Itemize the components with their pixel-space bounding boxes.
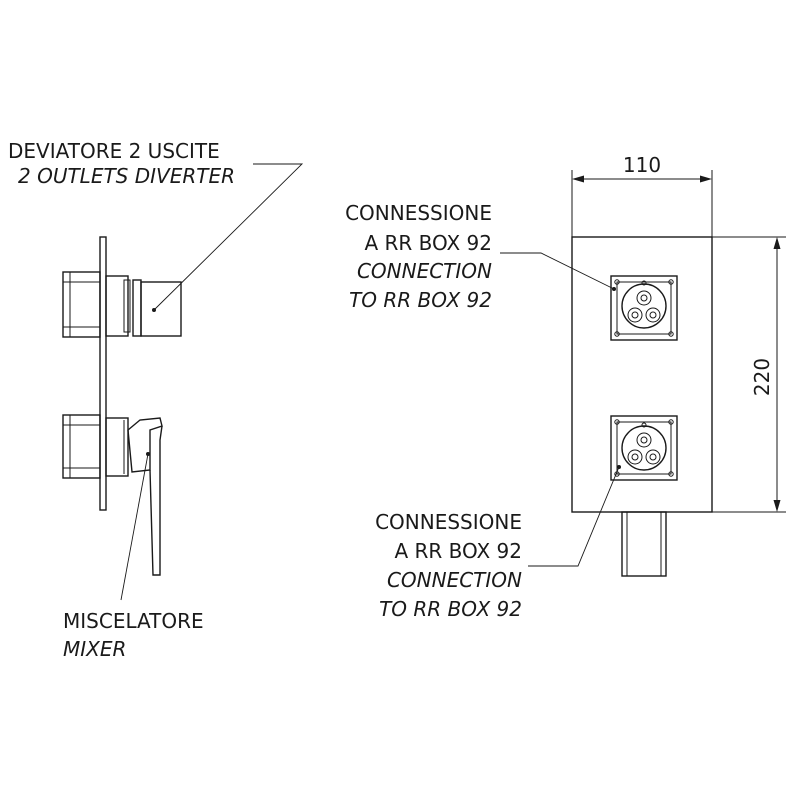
mixer-leader xyxy=(120,453,149,601)
mixer-lever xyxy=(127,417,163,576)
top-connection-leader xyxy=(500,252,615,290)
bottom-conn-label-en-1: CONNECTION xyxy=(387,568,522,592)
top-conn-label-en-1: CONNECTION xyxy=(357,259,492,283)
bottom-conn-label-it-1: CONNESSIONE xyxy=(375,510,522,534)
top-conn-label-it-1: CONNESSIONE xyxy=(345,201,492,225)
side-view xyxy=(62,163,304,601)
wall-plate xyxy=(99,236,107,511)
bottom-conn-label-it-2: A RR BOX 92 xyxy=(394,539,522,563)
diverter-label-en: 2 OUTLETS DIVERTER xyxy=(18,164,235,188)
bottom-connection-leader xyxy=(528,466,620,567)
top-connection xyxy=(610,275,678,341)
width-dimension xyxy=(571,170,713,237)
top-conn-label-it-2: A RR BOX 92 xyxy=(364,231,492,255)
mixer-label-en: MIXER xyxy=(63,637,126,661)
height-dimension-value: 220 xyxy=(750,358,774,396)
top-conn-label-en-2: TO RR BOX 92 xyxy=(349,288,492,312)
mixer-label-it: MISCELATORE xyxy=(63,609,204,633)
width-dimension-value: 110 xyxy=(623,153,661,177)
bottom-conn-label-en-2: TO RR BOX 92 xyxy=(379,597,522,621)
diverter-body xyxy=(62,271,101,338)
height-dimension xyxy=(712,236,786,513)
front-view xyxy=(500,170,786,577)
diverter-leader xyxy=(153,163,304,311)
mixer-body xyxy=(62,414,129,479)
diverter-knob xyxy=(105,275,182,337)
bottom-spout xyxy=(621,511,667,577)
diverter-label-it: DEVIATORE 2 USCITE xyxy=(8,139,220,163)
bottom-connection xyxy=(610,415,678,481)
